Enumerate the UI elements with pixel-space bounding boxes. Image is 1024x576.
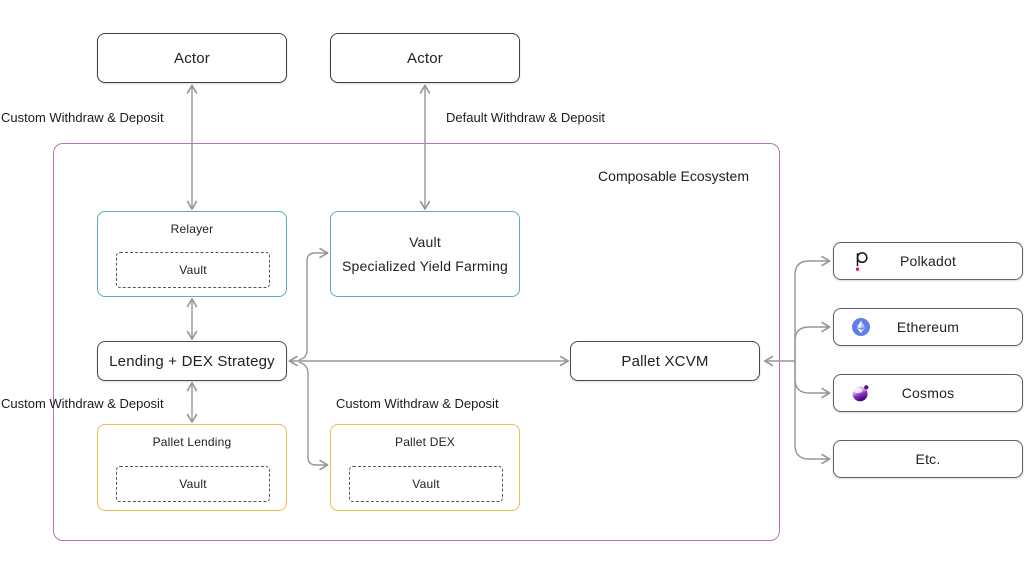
chain-label: Ethereum [896, 319, 960, 335]
lending-dex-strategy-node: Lending + DEX Strategy [97, 341, 287, 381]
pallet-dex-vault-node: Vault [349, 466, 503, 502]
chain-node-etc: Etc. [833, 440, 1023, 478]
pallet-xcvm-node: Pallet XCVM [570, 341, 760, 381]
relayer-vault-label: Vault [179, 263, 207, 277]
chain-node-cosmos: Cosmos [833, 374, 1023, 412]
chain-node-polkadot: Polkadot [833, 242, 1023, 280]
edge-label-custom-withdraw-deposit-top: Custom Withdraw & Deposit [1, 110, 164, 125]
edge-label-custom-withdraw-deposit-left: Custom Withdraw & Deposit [1, 396, 164, 411]
pallet-dex-node: Pallet DEX Vault [330, 424, 520, 511]
actor-node-1: Actor [97, 33, 287, 83]
vsyf-line1: Vault [409, 234, 441, 250]
chain-label: Cosmos [901, 385, 955, 401]
chain-label: Polkadot [899, 253, 957, 269]
pallet-lending-node: Pallet Lending Vault [97, 424, 287, 511]
actor-node-2: Actor [330, 33, 520, 83]
vault-specialized-yield-farming-node: Vault Specialized Yield Farming [330, 211, 520, 297]
edge-label-default-withdraw-deposit: Default Withdraw & Deposit [446, 110, 605, 125]
lending-dex-strategy-label: Lending + DEX Strategy [109, 352, 275, 370]
cosmos-icon [851, 382, 871, 404]
pallet-dex-vault-label: Vault [412, 477, 440, 491]
ethereum-icon [851, 316, 871, 338]
relayer-node: Relayer Vault [97, 211, 287, 297]
pallet-lending-vault-node: Vault [116, 466, 270, 502]
chain-node-ethereum: Ethereum [833, 308, 1023, 346]
relayer-vault-node: Vault [116, 252, 270, 288]
pallet-dex-title: Pallet DEX [394, 435, 456, 449]
actor-node-1-label: Actor [173, 49, 210, 67]
polkadot-icon [851, 250, 871, 272]
vsyf-line2: Specialized Yield Farming [341, 258, 509, 274]
actor-node-2-label: Actor [406, 49, 443, 67]
pallet-xcvm-label: Pallet XCVM [621, 352, 709, 370]
edge-label-custom-withdraw-deposit-mid: Custom Withdraw & Deposit [336, 396, 499, 411]
chain-label: Etc. [915, 451, 941, 467]
pallet-lending-title: Pallet Lending [152, 435, 232, 449]
relayer-title: Relayer [170, 222, 214, 236]
composable-ecosystem-label: Composable Ecosystem [598, 168, 749, 184]
pallet-lending-vault-label: Vault [179, 477, 207, 491]
